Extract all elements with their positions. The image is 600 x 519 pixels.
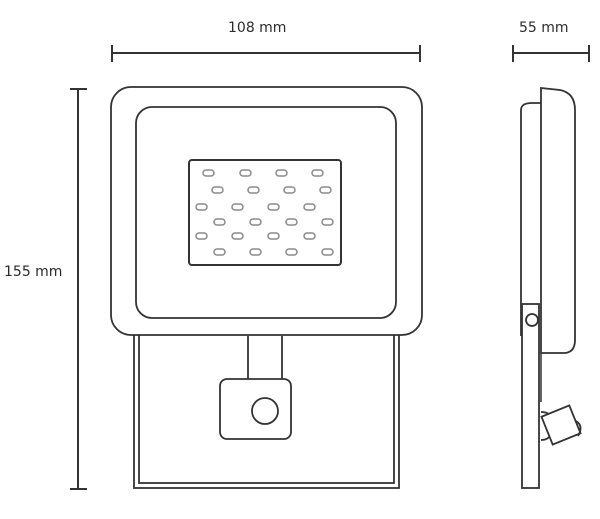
depth-label: 55 mm: [519, 20, 569, 36]
front-view: [110, 86, 423, 489]
side-bracket: [521, 303, 540, 489]
sensor-housing: [219, 378, 292, 440]
outer-housing: [110, 86, 423, 336]
led-array: [195, 169, 334, 256]
width-dimension-line: [111, 45, 421, 62]
depth-dimension-line: [512, 45, 590, 62]
height-dimension-line: [70, 88, 87, 490]
side-front-body: [540, 87, 576, 354]
side-sensor: [540, 404, 582, 446]
bracket-pivot-icon: [525, 313, 539, 327]
side-back-housing: [520, 102, 541, 336]
width-label: 108 mm: [228, 20, 287, 36]
inner-frame: [135, 106, 397, 319]
dimension-lines: [70, 45, 590, 490]
side-view: [520, 87, 582, 489]
motion-sensor-icon: [251, 397, 279, 425]
height-label: 155 mm: [4, 264, 63, 280]
led-panel: [188, 159, 342, 266]
